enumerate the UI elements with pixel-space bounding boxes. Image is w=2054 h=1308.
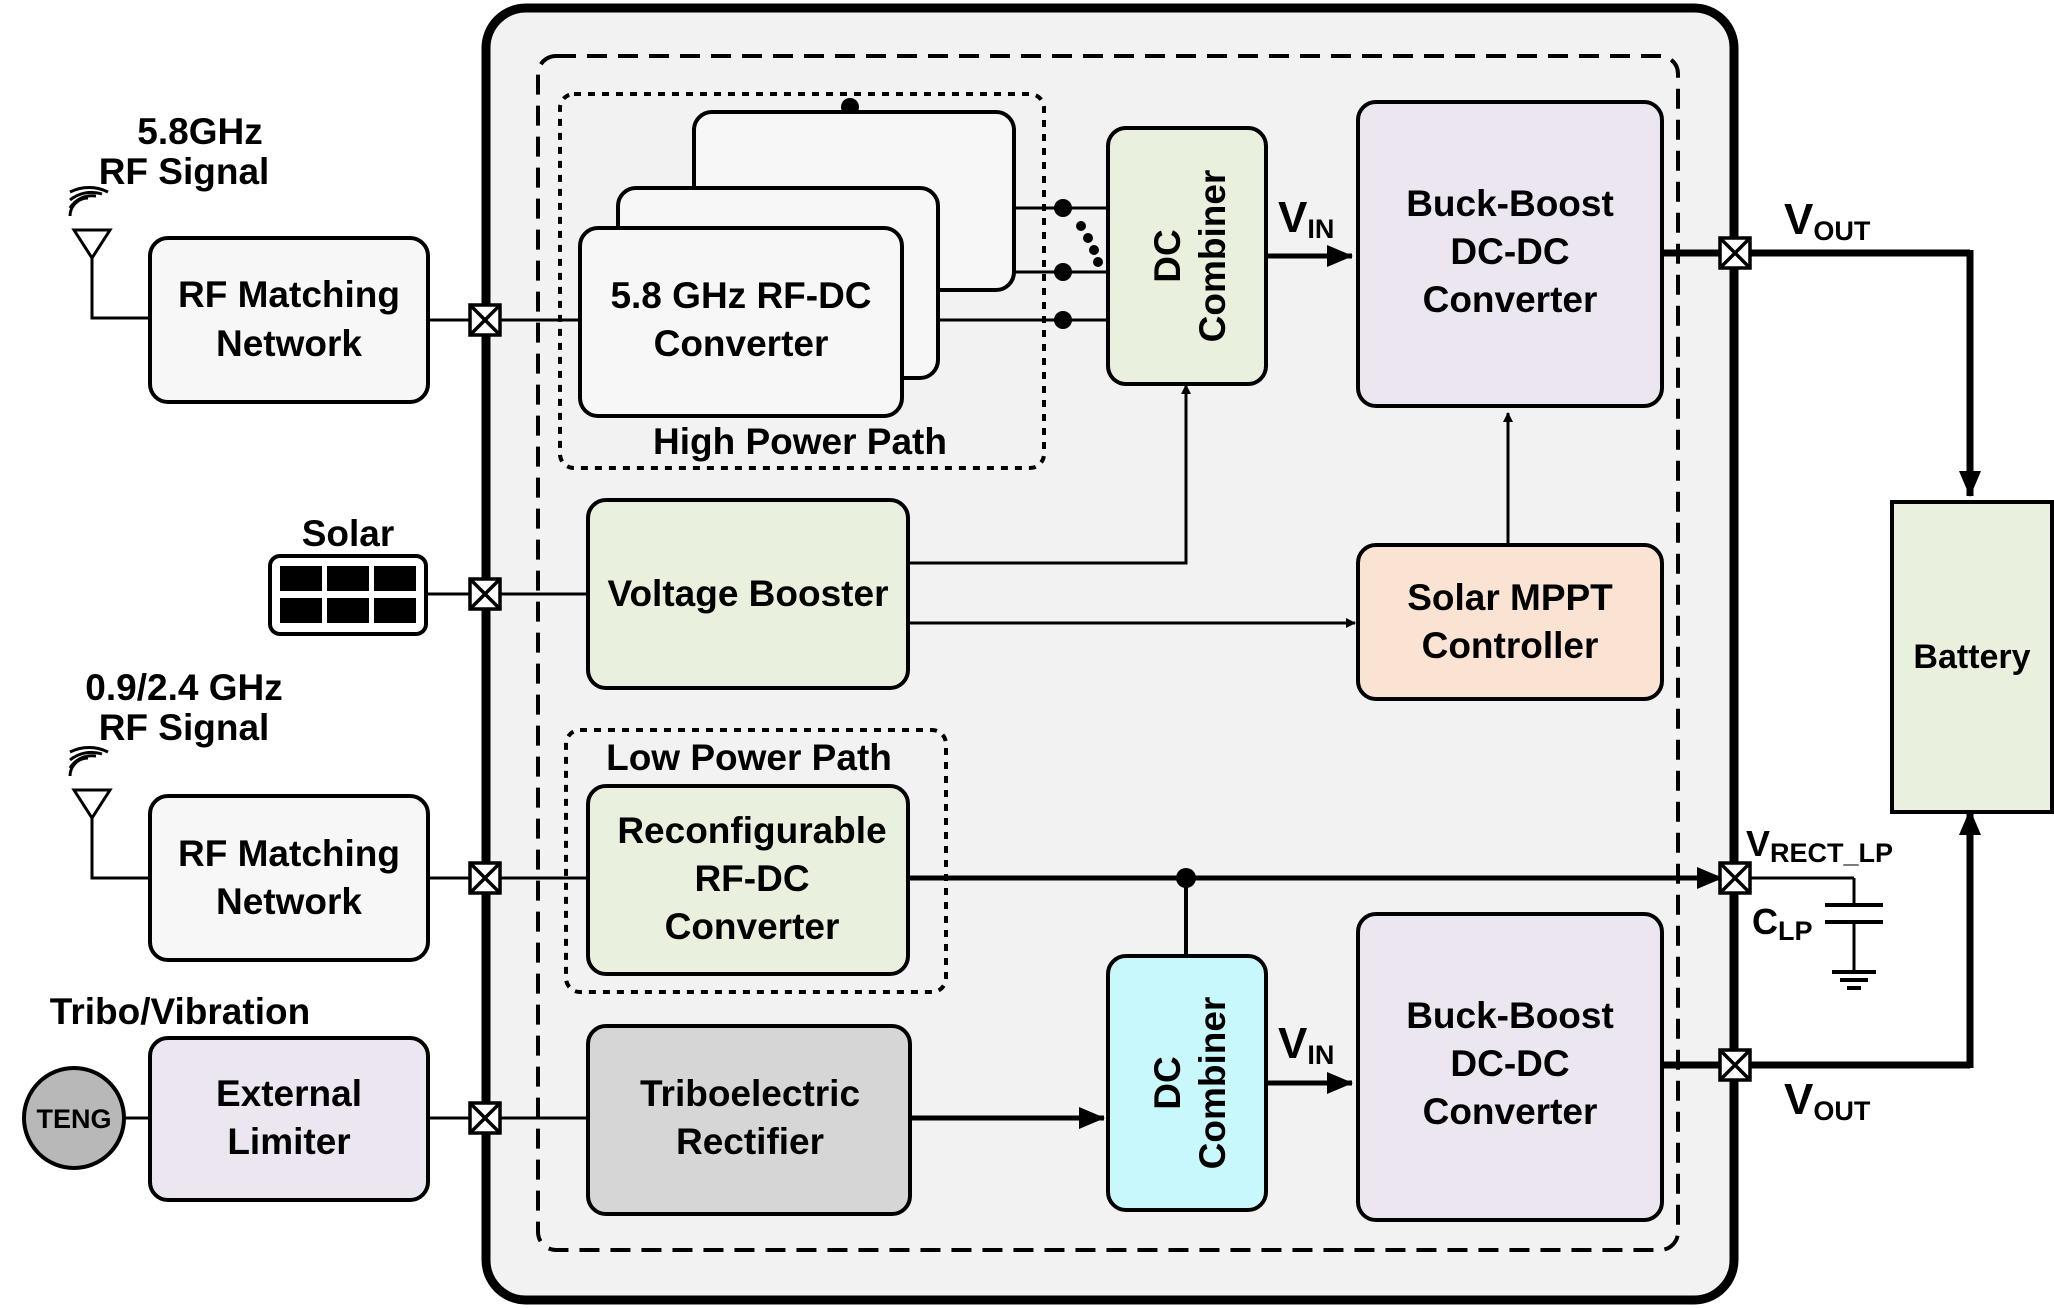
low-power-path-label: Low Power Path: [606, 737, 892, 778]
dc-combiner-bottom: DC Combiner: [1106, 954, 1268, 1212]
svg-text:External: External: [216, 1073, 362, 1114]
svg-text:RF-DC: RF-DC: [694, 858, 809, 899]
svg-text:Combiner: Combiner: [1192, 997, 1233, 1170]
svg-text:DC-DC: DC-DC: [1450, 1043, 1569, 1084]
antenna-icon-bottom: [68, 745, 113, 821]
svg-text:Reconfigurable: Reconfigurable: [617, 810, 886, 851]
io-pad-solar: [468, 577, 502, 611]
svg-text:Buck-Boost: Buck-Boost: [1406, 183, 1614, 224]
solar-mppt-controller: Solar MPPT Controller: [1356, 543, 1664, 701]
solar-label: Solar: [302, 513, 395, 554]
svg-text:Combiner: Combiner: [1192, 170, 1233, 343]
rf-high-signal-label: 5.8GHz: [137, 111, 262, 152]
junction-dots: [1054, 199, 1196, 888]
svg-text:Battery: Battery: [1913, 638, 2030, 676]
svg-text:Converter: Converter: [1423, 1091, 1598, 1132]
buck-boost-converter-bottom: Buck-Boost DC-DC Converter: [1356, 912, 1664, 1222]
svg-text:DC-DC: DC-DC: [1450, 231, 1569, 272]
vin-top-label: VIN: [1278, 193, 1334, 244]
buck-boost-converter-top: Buck-Boost DC-DC Converter: [1356, 100, 1664, 408]
battery: Battery: [1890, 500, 2054, 814]
rf-high-signal-label-2: RF Signal: [99, 151, 270, 192]
svg-text:DC: DC: [1147, 1056, 1188, 1109]
high-power-path-boundary: [558, 92, 1046, 470]
svg-text:Limiter: Limiter: [227, 1121, 350, 1162]
antenna-icon-top: [68, 185, 113, 261]
high-power-path-label: High Power Path: [653, 421, 947, 462]
low-power-path-boundary: [564, 728, 948, 994]
svg-text:Converter: Converter: [654, 323, 829, 364]
svg-text:RF Matching: RF Matching: [178, 833, 400, 874]
ellipsis-dots-diagonal: [1076, 221, 1103, 267]
svg-text:Triboelectric: Triboelectric: [640, 1073, 860, 1114]
svg-text:Network: Network: [216, 323, 362, 364]
svg-text:Network: Network: [216, 881, 362, 922]
svg-text:RF Matching: RF Matching: [178, 274, 400, 315]
vout-bottom-label: VOUT: [1784, 1075, 1871, 1126]
svg-text:Buck-Boost: Buck-Boost: [1406, 995, 1614, 1036]
svg-text:5.8 GHz RF-DC: 5.8 GHz RF-DC: [610, 275, 871, 316]
wires: [90, 206, 1981, 1129]
teng-source: TENG: [22, 1066, 126, 1170]
io-pad-rf-low: [468, 861, 502, 895]
io-pad-vout-bottom: [1718, 1048, 1752, 1082]
rfdc-58ghz-converter: 5.8 GHz RF-DC Converter: [578, 226, 904, 418]
rf-matching-network-bottom: RF Matching Network: [148, 794, 430, 962]
svg-text:Converter: Converter: [665, 906, 840, 947]
clp-label: CLP: [1752, 901, 1813, 946]
svg-text:Voltage Booster: Voltage Booster: [608, 573, 889, 614]
core-dashed-boundary: [536, 54, 1680, 1252]
io-pad-tribo: [468, 1101, 502, 1135]
reconfigurable-rfdc-converter: Reconfigurable RF-DC Converter: [586, 784, 910, 976]
svg-text:TENG: TENG: [36, 1104, 111, 1134]
solar-panel-icon: [268, 554, 428, 636]
rf-low-signal-label: 0.9/2.4 GHz: [85, 667, 282, 708]
rf-matching-network-top: RF Matching Network: [148, 236, 430, 404]
vout-top-label: VOUT: [1784, 195, 1871, 246]
vin-bottom-label: VIN: [1278, 1019, 1334, 1070]
io-pad-vrect-lp: [1718, 861, 1752, 895]
svg-text:Solar MPPT: Solar MPPT: [1407, 577, 1613, 618]
rf-low-signal-label-2: RF Signal: [99, 707, 270, 748]
svg-text:Rectifier: Rectifier: [676, 1121, 824, 1162]
external-limiter: External Limiter: [148, 1036, 430, 1202]
svg-text:Converter: Converter: [1423, 279, 1598, 320]
io-pad-rf-high: [468, 303, 502, 337]
svg-text:Controller: Controller: [1422, 625, 1599, 666]
triboelectric-rectifier: Triboelectric Rectifier: [586, 1024, 912, 1216]
voltage-booster: Voltage Booster: [586, 498, 910, 690]
vrect-lp-label: VRECT_LP: [1746, 823, 1893, 868]
dc-combiner-top: DC Combiner: [1106, 126, 1268, 386]
svg-text:DC: DC: [1147, 229, 1188, 282]
io-pad-vout-top: [1718, 236, 1752, 270]
tribo-vibration-label: Tribo/Vibration: [50, 991, 310, 1032]
